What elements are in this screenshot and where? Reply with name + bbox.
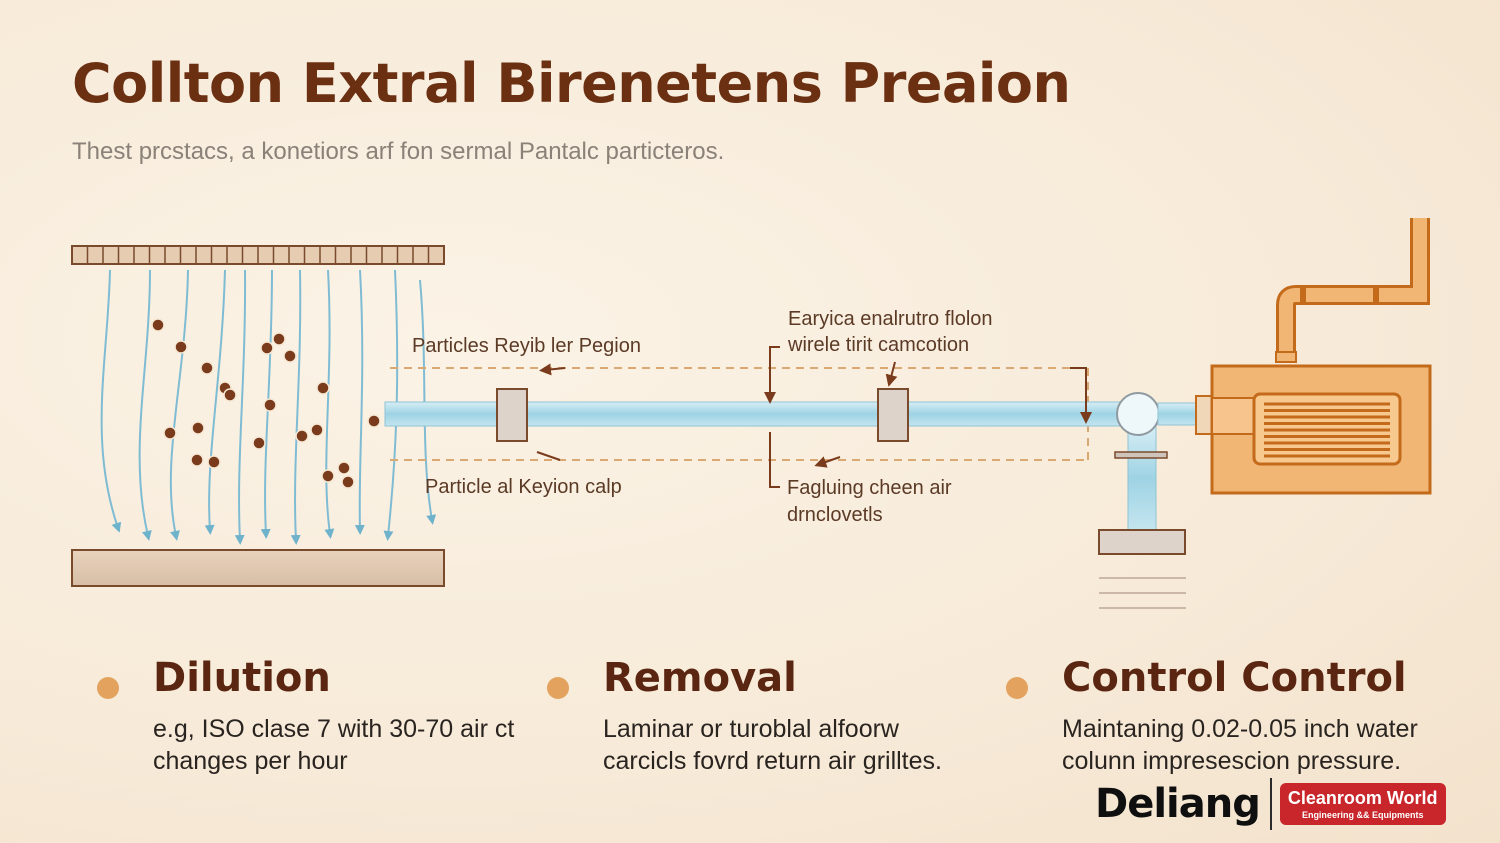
- airflow-stream: [138, 269, 152, 541]
- airflow-stream: [100, 269, 122, 533]
- label-particles-region: Particles Reyib ler Pegion: [412, 335, 641, 357]
- ceiling-filter: [71, 245, 445, 265]
- damper-right: [877, 388, 909, 442]
- pillar-text: Laminar or turoblal alfoorw carcicls fov…: [603, 715, 942, 775]
- damper-left: [496, 388, 528, 442]
- return-air-duct: [384, 401, 1121, 427]
- air-handling-unit: [1210, 364, 1432, 495]
- particle: [367, 414, 381, 428]
- particle: [321, 469, 335, 483]
- pillar-removal: Removal Laminar or turoblal alfoorw carc…: [547, 655, 1033, 777]
- bullet-dot: [1006, 677, 1028, 699]
- leader-lines: [536, 346, 1092, 488]
- logo-badge-subtitle: Engineering && Equipments: [1301, 810, 1424, 820]
- pillar-text: e.g, ISO clase 7 with 30-70 air ct chang…: [153, 715, 515, 775]
- label-facing-line1: Fagluing cheen air: [787, 477, 952, 499]
- particle: [295, 429, 309, 443]
- duct-junction: [1116, 392, 1160, 436]
- ahu-flange: [1195, 395, 1213, 435]
- particle: [337, 461, 351, 475]
- label-earvica-line2: wirele tirit camcotion: [787, 334, 969, 356]
- floor-return-grille: [1098, 529, 1186, 555]
- particle: [151, 318, 165, 332]
- page-title: Collton Extral Birenetens Preaion: [72, 52, 1071, 115]
- vertical-duct: [1127, 425, 1157, 531]
- pillar-text: Maintaning 0.02-0.05 inch water colunn i…: [1062, 715, 1418, 775]
- particle: [272, 332, 286, 346]
- particle: [174, 340, 188, 354]
- particle: [190, 453, 204, 467]
- logo-badge-title: Cleanroom World: [1287, 788, 1438, 808]
- pillar-title: Removal: [603, 655, 797, 701]
- airflow-stream: [204, 269, 226, 535]
- particle: [223, 388, 237, 402]
- particle: [252, 436, 266, 450]
- particle: [341, 475, 355, 489]
- pillar-control: Control Control Maintaning 0.02-0.05 inc…: [1006, 655, 1492, 777]
- particle: [310, 423, 324, 437]
- particle: [207, 455, 221, 469]
- particle: [316, 381, 330, 395]
- bullet-dot: [97, 677, 119, 699]
- particle: [200, 361, 214, 375]
- particle: [260, 341, 274, 355]
- page-subtitle: Thest prcstacs, a konetiors arf fon serm…: [72, 138, 725, 165]
- ahu-connector: [1157, 402, 1199, 426]
- logo-badge: Cleanroom World Engineering && Equipment…: [1279, 783, 1446, 825]
- duct-cap: [1114, 451, 1168, 459]
- airflow-stream: [260, 269, 273, 539]
- pillar-dilution: Dilution e.g, ISO clase 7 with 30-70 air…: [97, 655, 583, 777]
- ground-lines: [1099, 577, 1186, 609]
- label-particle-keyion: Particle al Keyion calp: [425, 476, 622, 498]
- particle: [163, 426, 177, 440]
- particle: [263, 398, 277, 412]
- particles: [151, 318, 381, 489]
- bullet-dot: [547, 677, 569, 699]
- supply-pipe: [1275, 218, 1430, 363]
- particle: [283, 349, 297, 363]
- airflow-stream: [354, 269, 365, 535]
- cleanroom-floor: [71, 549, 445, 587]
- pillar-title: Control Control: [1062, 655, 1407, 701]
- airflow-stream: [169, 269, 189, 541]
- particle: [191, 421, 205, 435]
- brand-logo: Deliang Cleanroom World Engineering && E…: [1095, 775, 1446, 833]
- pillar-title: Dilution: [153, 655, 331, 701]
- logo-wordmark: Deliang: [1095, 781, 1261, 827]
- airflow-stream: [290, 269, 302, 545]
- airflow-stream: [234, 269, 247, 545]
- label-earvica-line1: Earyica enalrutro flolon: [788, 308, 993, 330]
- airflow-stream: [324, 269, 335, 539]
- logo-divider: [1269, 778, 1272, 830]
- label-facing-line2: drnclovetls: [787, 504, 883, 526]
